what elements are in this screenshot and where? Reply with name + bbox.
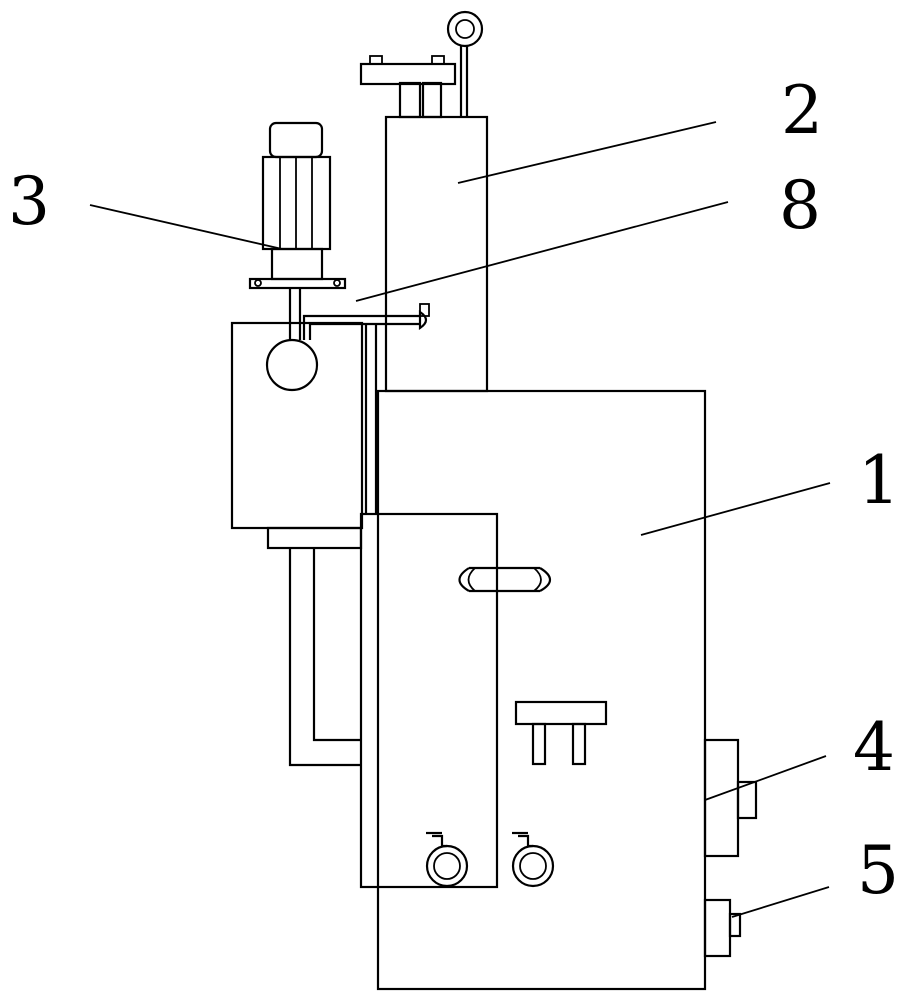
label-1: 1 <box>858 442 900 519</box>
pressure-gauge <box>446 10 484 117</box>
callout-labels: 3 2 8 1 4 5 <box>8 72 900 909</box>
support-bracket <box>514 700 608 766</box>
label-3: 3 <box>8 163 50 240</box>
label-4: 4 <box>853 709 895 786</box>
drain-valve-left <box>425 831 469 888</box>
label-5: 5 <box>857 832 899 909</box>
drain-valve-right <box>511 831 555 888</box>
side-module <box>703 738 758 858</box>
connecting-pipes <box>266 323 378 767</box>
main-cabinet <box>376 389 707 991</box>
pump-tank <box>230 288 430 530</box>
door-handle <box>458 566 552 593</box>
vertical-column <box>359 55 489 393</box>
leader-lines <box>89 121 831 918</box>
door-panel <box>359 512 499 889</box>
label-8: 8 <box>779 167 821 244</box>
label-2: 2 <box>781 72 823 149</box>
motor-assembly <box>248 121 347 290</box>
side-port <box>703 898 742 958</box>
